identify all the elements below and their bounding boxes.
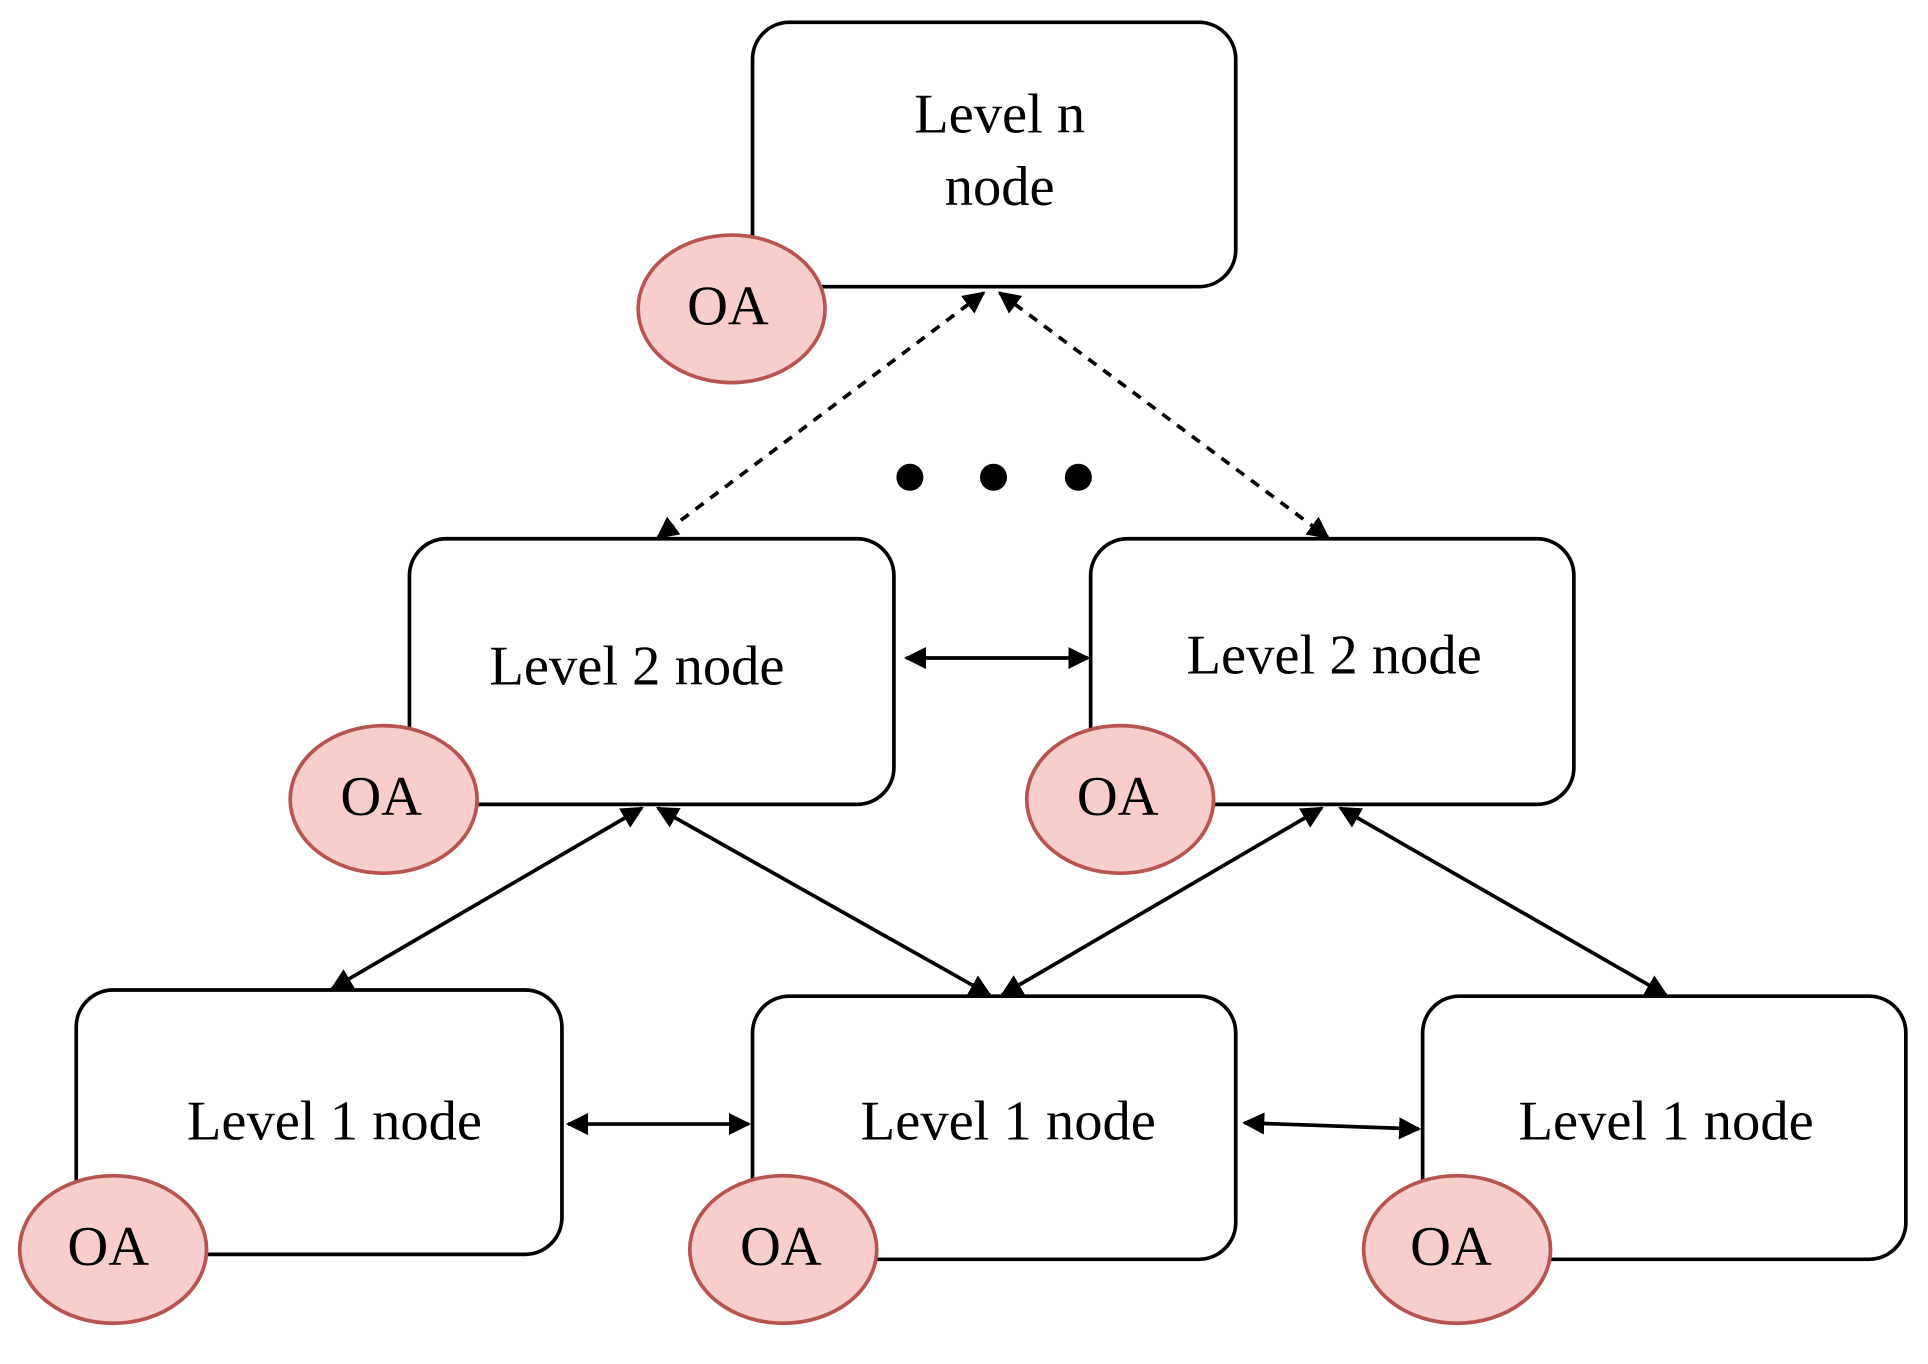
oa-label: OA xyxy=(687,275,769,337)
oa-ellipse xyxy=(17,1173,209,1326)
arrow-l2-left-to-l1-left xyxy=(330,806,644,991)
dashed-arrow-top-to-l2-right xyxy=(997,291,1330,540)
node-label-line2: node xyxy=(945,156,1055,218)
arrow-l1-mid-to-l1-right xyxy=(1242,1112,1422,1140)
oa-label: OA xyxy=(740,1216,822,1278)
arrow-l2-right-to-l1-mid xyxy=(1000,806,1324,997)
oa-ellipse xyxy=(1361,1173,1553,1326)
oa-label: OA xyxy=(1077,766,1159,828)
node-label-line1: Level n xyxy=(914,83,1085,145)
edges xyxy=(330,291,1669,1140)
node-label: Level 1 node xyxy=(861,1090,1156,1152)
oa-label: OA xyxy=(1410,1216,1492,1278)
arrow-l2-left-to-l1-mid xyxy=(655,806,992,997)
node-label: Level 2 node xyxy=(1187,624,1482,686)
dashed-arrow-top-to-l2-left xyxy=(656,291,986,539)
node-level-1-right: Level 1 node OA xyxy=(1361,994,1908,1326)
oa-ellipse xyxy=(687,1173,879,1326)
ellipsis-dots xyxy=(896,463,1092,491)
node-level-n: Level n node OA xyxy=(636,20,1238,385)
oa-ellipse xyxy=(288,723,479,876)
oa-ellipse xyxy=(636,233,827,385)
node-label: Level 2 node xyxy=(489,636,784,698)
node-level-2-right: Level 2 node OA xyxy=(1024,536,1576,876)
node-label: Level 1 node xyxy=(1519,1090,1814,1152)
oa-label: OA xyxy=(67,1216,149,1278)
node-level-1-left: Level 1 node OA xyxy=(17,988,564,1326)
arrow-l2-right-to-l1-right xyxy=(1338,806,1669,997)
oa-label: OA xyxy=(340,766,422,828)
node-level-1-middle: Level 1 node OA xyxy=(687,994,1238,1326)
oa-ellipse xyxy=(1024,723,1216,876)
node-label: Level 1 node xyxy=(187,1090,482,1152)
node-level-2-left: Level 2 node OA xyxy=(288,536,896,876)
